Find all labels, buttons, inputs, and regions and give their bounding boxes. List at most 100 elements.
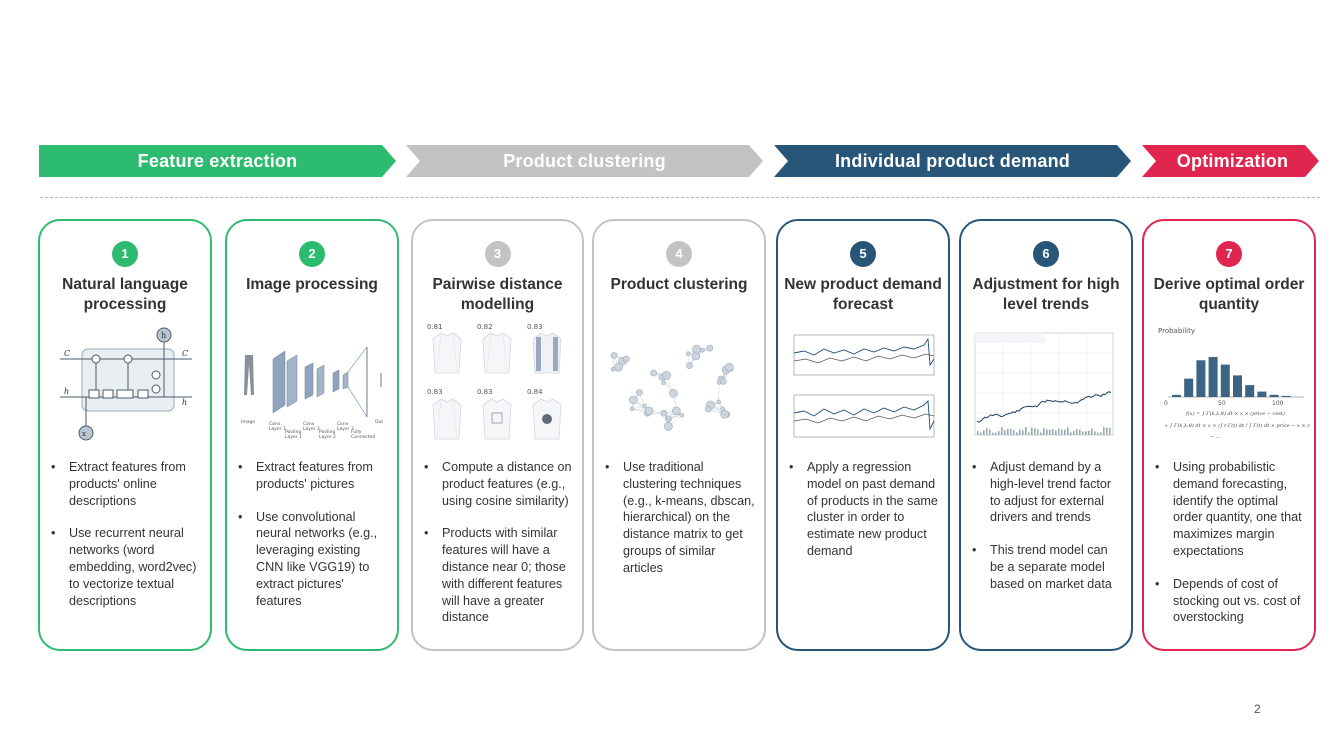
step-number-badge: 5 [850, 241, 876, 267]
step-title: New product demand forecast [784, 276, 942, 313]
svg-text:Conv: Conv [337, 421, 349, 427]
svg-text:f(x) = ∫ Γ(k,λ,θ) dt × x × (pr: f(x) = ∫ Γ(k,λ,θ) dt × x × (price − cost… [1185, 410, 1285, 417]
phase-label: Product clustering [503, 151, 666, 171]
similarity-score: 0.81 [427, 323, 443, 331]
svg-text:Conv: Conv [269, 421, 281, 427]
step-title: Natural language processing [62, 276, 188, 313]
histogram-tick-label: 100 [1272, 400, 1284, 407]
bullet-item: This trend model can be a separate model… [971, 542, 1123, 592]
step-title: Derive optimal order quantity [1153, 276, 1305, 313]
histogram-bar [1172, 394, 1181, 397]
graph-node [614, 362, 623, 372]
graph-node [679, 412, 685, 418]
graph-node [661, 380, 666, 386]
step-card-product-clustering: 4 Product clustering Use traditional clu… [592, 219, 766, 651]
step-bullets: Using probabilistic demand forecasting, … [1154, 459, 1306, 642]
graph-node [716, 399, 722, 405]
bullet-item: Compute a distance on product features (… [423, 459, 574, 509]
histogram-bar [1281, 395, 1291, 397]
step-number-badge: 4 [666, 241, 692, 267]
graph-node [650, 369, 657, 377]
svg-text:h: h [161, 331, 166, 340]
graph-node [669, 389, 678, 398]
step-number-badge: 1 [112, 241, 138, 267]
svg-text:Layer 3: Layer 3 [337, 426, 354, 432]
histogram-bar [1220, 364, 1230, 397]
phase-label: Optimization [1176, 151, 1289, 171]
svg-text:h: h [64, 387, 69, 396]
phase-arrow-individual-demand: Individual product demand [774, 145, 1131, 177]
cluster-network-graph [600, 325, 758, 447]
svg-text:Layer 2: Layer 2 [319, 434, 336, 440]
graph-node [610, 352, 618, 359]
similarity-score: 0.83 [427, 388, 443, 396]
histogram-bar [1184, 378, 1194, 397]
svg-text:+ ∫ Γ(k,λ,θ) dt × x × (∫ t·Γ(t: + ∫ Γ(k,λ,θ) dt × x × (∫ t·Γ(t) dt / ∫ Γ… [1164, 422, 1310, 429]
step-bullets: Extract features from products' pictures… [237, 459, 389, 625]
svg-text:Pooling: Pooling [285, 429, 301, 435]
step-title: Image processing [246, 276, 378, 293]
svg-text:C: C [182, 349, 188, 358]
step-card-pairwise-distance: 3 Pairwise distance modelling 0.81 0.82 … [411, 219, 584, 651]
step-bullets: Adjust demand by a high-level trend fact… [971, 459, 1123, 609]
phase-label: Feature extraction [137, 151, 298, 171]
step-card-trend-adjustment: 6 Adjustment for high level trends Adjus… [959, 219, 1133, 651]
graph-node [629, 406, 635, 412]
bullet-item: Use recurrent neural networks (word embe… [50, 525, 202, 609]
svg-text:Layer 1: Layer 1 [285, 434, 302, 440]
histogram-tick-label: 50 [1218, 400, 1226, 407]
svg-text:C: C [64, 349, 70, 358]
graph-node [623, 355, 630, 363]
phase-arrow-optimization: Optimization [1142, 145, 1319, 177]
phase-arrow-feature-extraction: Feature extraction [39, 145, 396, 177]
step-title: Pairwise distance modelling [432, 276, 563, 313]
step-bullets: Use traditional clustering techniques (e… [604, 459, 756, 593]
graph-node [660, 409, 668, 417]
svg-text:x: x [82, 430, 86, 438]
similarity-score: 0.82 [477, 323, 493, 331]
step-card-demand-forecast: 5 New product demand forecast Apply a re… [776, 219, 950, 651]
graph-node [664, 422, 673, 431]
graph-node [724, 362, 734, 372]
svg-text:Conv: Conv [303, 421, 315, 427]
phase-label: Individual product demand [834, 151, 1070, 171]
graph-node [700, 347, 705, 353]
step-number-badge: 3 [484, 241, 511, 267]
histogram-bar [1245, 385, 1255, 397]
graph-node [685, 351, 691, 357]
svg-text:Layer 2: Layer 2 [303, 426, 320, 432]
svg-text:− ...: − ... [1210, 434, 1221, 440]
graph-node [666, 415, 672, 420]
histogram-bar [1196, 360, 1206, 397]
stock-trend-chart [967, 325, 1125, 447]
graph-node [706, 344, 714, 352]
graph-node [662, 371, 671, 380]
step-bullets: Apply a regression model on past demand … [788, 459, 940, 576]
dashed-divider [40, 197, 1320, 198]
graph-node [642, 403, 647, 409]
graph-node [629, 395, 638, 405]
bullet-item: Use traditional clustering techniques (e… [604, 459, 756, 577]
bullet-item: Adjust demand by a high-level trend fact… [971, 459, 1123, 526]
bullet-item: Apply a regression model on past demand … [788, 459, 940, 560]
svg-text:Pooling: Pooling [319, 429, 335, 435]
histogram-bar [1233, 375, 1242, 397]
similarity-score: 0.83 [527, 323, 543, 331]
graph-node [720, 409, 730, 419]
step-bullets: Extract features from products' online d… [50, 459, 202, 625]
page-number: 2 [1254, 702, 1261, 716]
histogram-bar [1257, 391, 1267, 397]
step-title: Product clustering [610, 276, 748, 293]
bullet-item: Extract features from products' pictures [237, 459, 389, 493]
graph-node [692, 344, 701, 354]
bullet-item: Use convolutional neural networks (e.g.,… [237, 509, 389, 610]
histogram-axis-label: Probability [1158, 327, 1195, 335]
svg-text:Image: Image [241, 419, 255, 425]
lstm-cell-diagram: C C h h h x [46, 325, 204, 447]
svg-text:Connected: Connected [351, 434, 375, 440]
similarity-score: 0.84 [527, 388, 543, 396]
step-number-badge: 7 [1216, 241, 1242, 267]
svg-text:h: h [182, 398, 187, 407]
graph-node [719, 378, 727, 385]
